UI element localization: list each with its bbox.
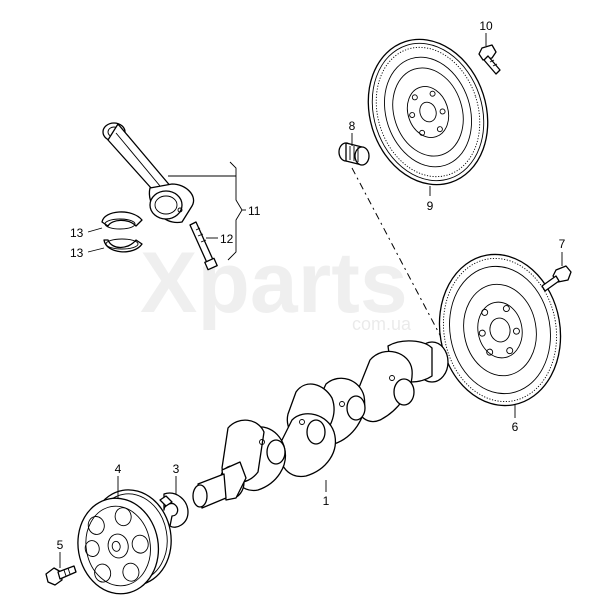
- pulley-4: [77, 489, 172, 595]
- flywheel-upper: [367, 38, 489, 186]
- alignment-line: [351, 167, 453, 359]
- rod-bolt-12: [189, 221, 218, 271]
- callout-5: 5: [57, 538, 64, 552]
- callout-labels: 10 8 9 11 12 13 13 7 6 1 3 4 5: [57, 19, 566, 552]
- callout-12: 12: [220, 232, 234, 246]
- bolt-10: [478, 44, 501, 75]
- callout-4: 4: [115, 462, 122, 476]
- callout-10: 10: [479, 19, 493, 33]
- callout-1: 1: [323, 494, 330, 508]
- watermark-subtext: com.ua: [352, 314, 412, 334]
- callout-9: 9: [427, 199, 434, 213]
- watermark-text: Xparts: [140, 235, 408, 331]
- connecting-rod: [102, 122, 195, 224]
- callout-8: 8: [349, 119, 356, 133]
- callout-7: 7: [559, 237, 566, 251]
- callout-13-upper: 13: [70, 226, 84, 240]
- washer-3: [159, 492, 189, 528]
- bolt-7: [541, 265, 572, 292]
- callout-6: 6: [512, 420, 519, 434]
- callout-13-lower: 13: [70, 246, 84, 260]
- bearing-shell-upper: [101, 211, 143, 230]
- callout-3: 3: [173, 462, 180, 476]
- flywheel-lower: [438, 253, 562, 407]
- bearing-shell-lower: [103, 238, 143, 253]
- callout-11: 11: [248, 204, 261, 218]
- needle-bearing-8: [338, 142, 370, 166]
- crankshaft: [192, 340, 449, 509]
- leader-lines: [59, 33, 563, 568]
- bracket-11: [168, 161, 246, 261]
- bolt-5: [45, 565, 77, 586]
